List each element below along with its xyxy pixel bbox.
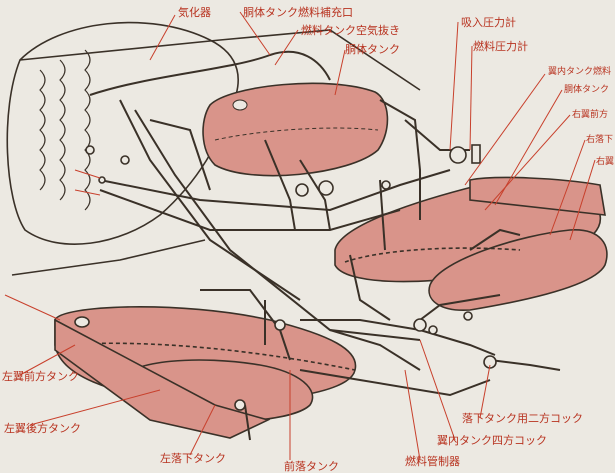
label-fuselage-tank: 胴体タンク: [345, 43, 400, 56]
label-air-vent: 燃料タンク空気抜き: [301, 24, 400, 37]
label-bottom-partial: 前落タンク: [284, 460, 339, 473]
label-drop-2way-cock: 落下タンク用二方コック: [462, 412, 583, 425]
label-wing-4way-cock: 翼内タンク四方コック: [437, 434, 547, 447]
label-intake-gauge: 吸入圧力計: [461, 16, 516, 29]
label-left-rear-tank: 左翼後方タンク: [4, 422, 81, 435]
label-right-drop: 右落下: [586, 135, 614, 145]
label-fuel-manifold: 燃料管制器: [405, 455, 460, 468]
engine-cowling: [6, 21, 421, 276]
label-right-wing-front: 右翼前方: [572, 110, 609, 120]
label-left-drop-tank: 左落下タンク: [160, 452, 226, 465]
gauges-and-valves: [85, 144, 497, 411]
label-fuselage-filler: 胴体タンク燃料補充口: [243, 6, 353, 19]
fuel-lines: [89, 50, 561, 441]
left-wing-tanks: [54, 306, 357, 439]
right-wing-tanks: [334, 176, 608, 311]
leader-lines: [4, 11, 596, 461]
label-fuselage-tank-2: 胴体タンク: [564, 85, 610, 95]
label-right-wing-2: 右翼: [596, 157, 615, 167]
label-left-front-tank: 左翼前方タンク: [2, 370, 79, 383]
label-carburetor: 気化器: [178, 6, 211, 19]
fuselage-tank: [202, 82, 389, 177]
label-wing-tank-fuel: 翼内タンク燃料: [548, 67, 612, 77]
label-fuel-gauge: 燃料圧力計: [473, 40, 528, 53]
